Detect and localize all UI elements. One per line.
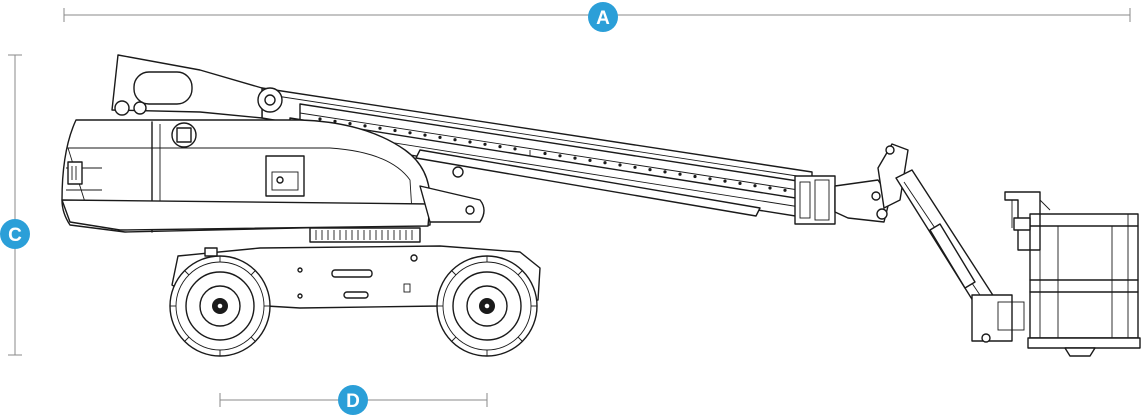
rear-wheel [169,255,271,357]
dimension-c: C [0,54,30,356]
dimension-d-label: D [346,391,360,412]
dimension-c-badge [0,219,30,249]
turret [61,54,485,233]
dimension-d: D [219,385,488,415]
dimension-a: A [63,2,1131,32]
dimension-d-badge [338,385,368,415]
dimension-a-label: A [596,8,610,29]
slew-ring [309,227,421,243]
dimension-a-badge [588,2,618,32]
boom-chain [318,117,787,192]
main-boom [261,87,836,225]
platform-basket [1004,191,1141,357]
front-wheel [436,255,538,357]
dimension-c-label: C [8,225,22,246]
jib-arm [834,143,1025,343]
